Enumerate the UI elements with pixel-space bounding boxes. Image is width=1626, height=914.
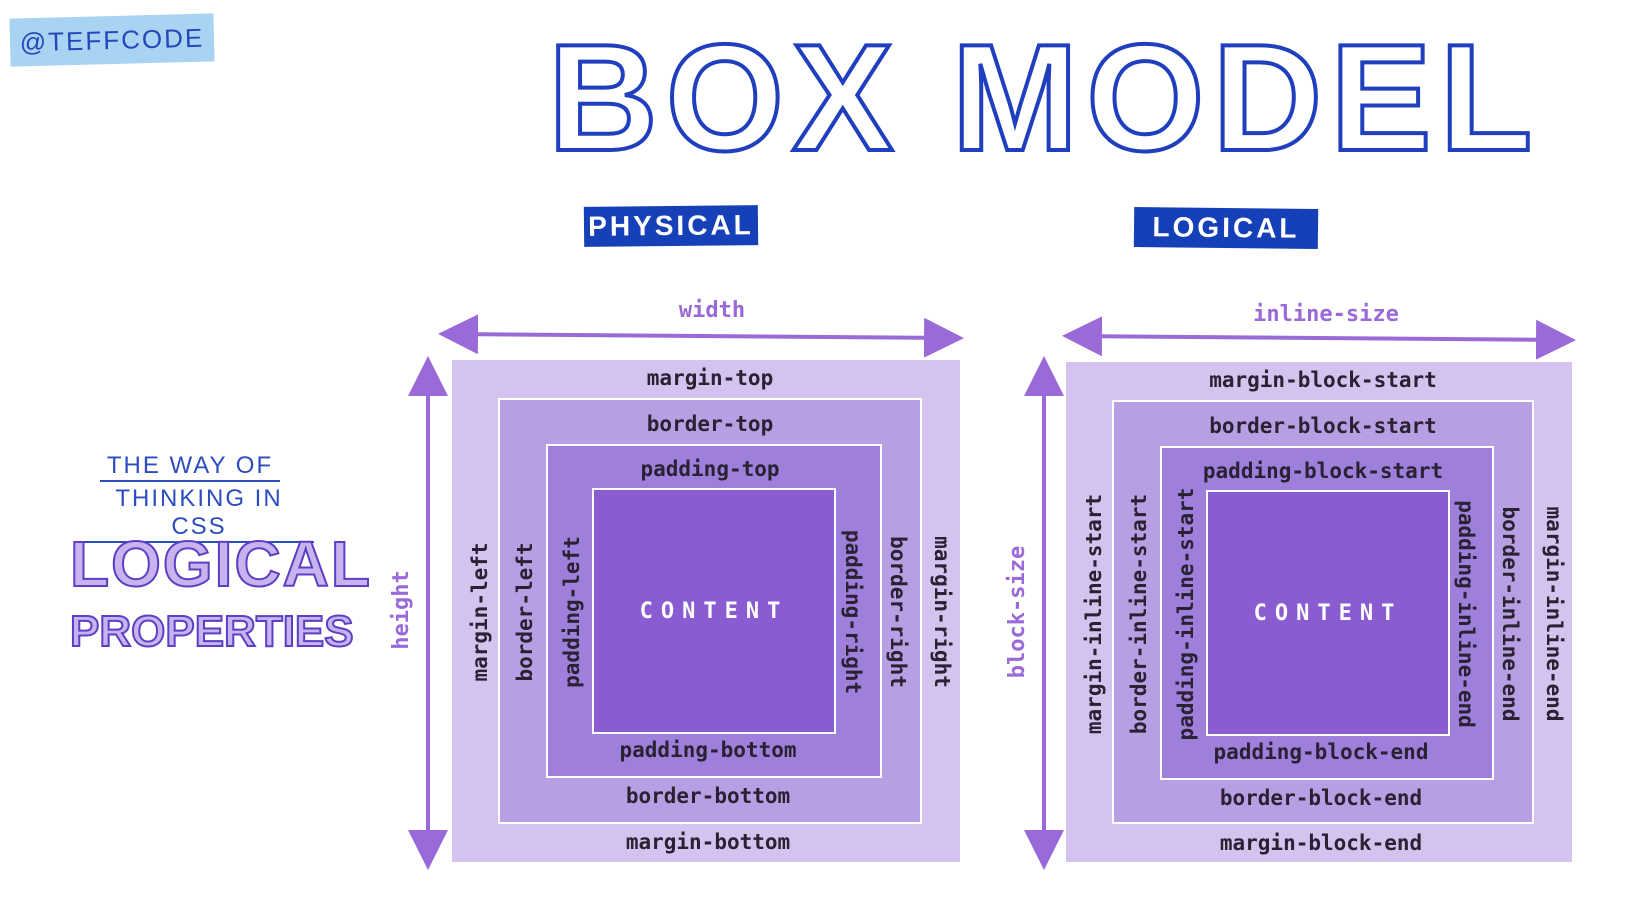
padding-top-label: padding-top bbox=[640, 457, 780, 481]
margin-inline-end-label: margin-inline-end bbox=[1542, 506, 1566, 722]
padding-left-label: padding-left bbox=[560, 536, 584, 688]
side-kicker-line1: THE WAY OF bbox=[100, 452, 280, 482]
border-bottom-label: border-bottom bbox=[625, 784, 791, 808]
logical-content-label: CONTENT bbox=[1253, 600, 1403, 626]
margin-block-end-label: margin-block-end bbox=[1219, 831, 1423, 855]
margin-block-start-label: margin-block-start bbox=[1209, 368, 1437, 392]
author-handle: @TEFFCODE bbox=[9, 13, 215, 67]
border-inline-start-label: border-inline-start bbox=[1127, 493, 1151, 735]
padding-inline-start-label: padding-inline-start bbox=[1174, 487, 1198, 741]
side-kicker-line2: THINKING IN CSS bbox=[84, 485, 314, 543]
border-top-label: border-top bbox=[646, 412, 774, 436]
side-heading-logical: LOGICAL bbox=[69, 527, 372, 601]
height-label: height bbox=[389, 570, 414, 650]
padding-right-label: padding-right bbox=[841, 529, 865, 695]
logical-content-box: CONTENT bbox=[1206, 490, 1450, 736]
margin-inline-start-label: margin-inline-start bbox=[1082, 493, 1106, 735]
margin-right-label: margin-right bbox=[930, 536, 954, 688]
border-block-start-label: border-block-start bbox=[1209, 414, 1437, 438]
page-title: BOX MODEL bbox=[546, 13, 1541, 183]
physical-content-label: CONTENT bbox=[639, 598, 789, 624]
padding-inline-end-label: padding-inline-end bbox=[1454, 500, 1478, 728]
border-inline-end-label: border-inline-end bbox=[1498, 506, 1522, 722]
padding-bottom-label: padding-bottom bbox=[619, 738, 797, 762]
block-size-label: block-size bbox=[1005, 545, 1030, 679]
padding-block-end-label: padding-block-end bbox=[1213, 740, 1429, 764]
physical-tag: PHYSICAL bbox=[583, 205, 759, 247]
padding-block-start-label: padding-block-start bbox=[1202, 459, 1444, 483]
inline-size-arrow bbox=[1062, 316, 1576, 360]
logical-tag: LOGICAL bbox=[1133, 207, 1319, 249]
width-arrow bbox=[438, 314, 964, 358]
inline-size-label: inline-size bbox=[1253, 302, 1399, 327]
border-right-label: border-right bbox=[886, 536, 910, 688]
border-block-end-label: border-block-end bbox=[1219, 786, 1423, 810]
margin-bottom-label: margin-bottom bbox=[625, 830, 791, 854]
width-label: width bbox=[678, 298, 746, 323]
margin-left-label: margin-left bbox=[468, 542, 492, 682]
margin-top-label: margin-top bbox=[646, 366, 774, 390]
side-heading-properties: PROPERTIES bbox=[69, 606, 355, 657]
physical-content-box: CONTENT bbox=[592, 488, 836, 734]
border-left-label: border-left bbox=[513, 542, 537, 682]
